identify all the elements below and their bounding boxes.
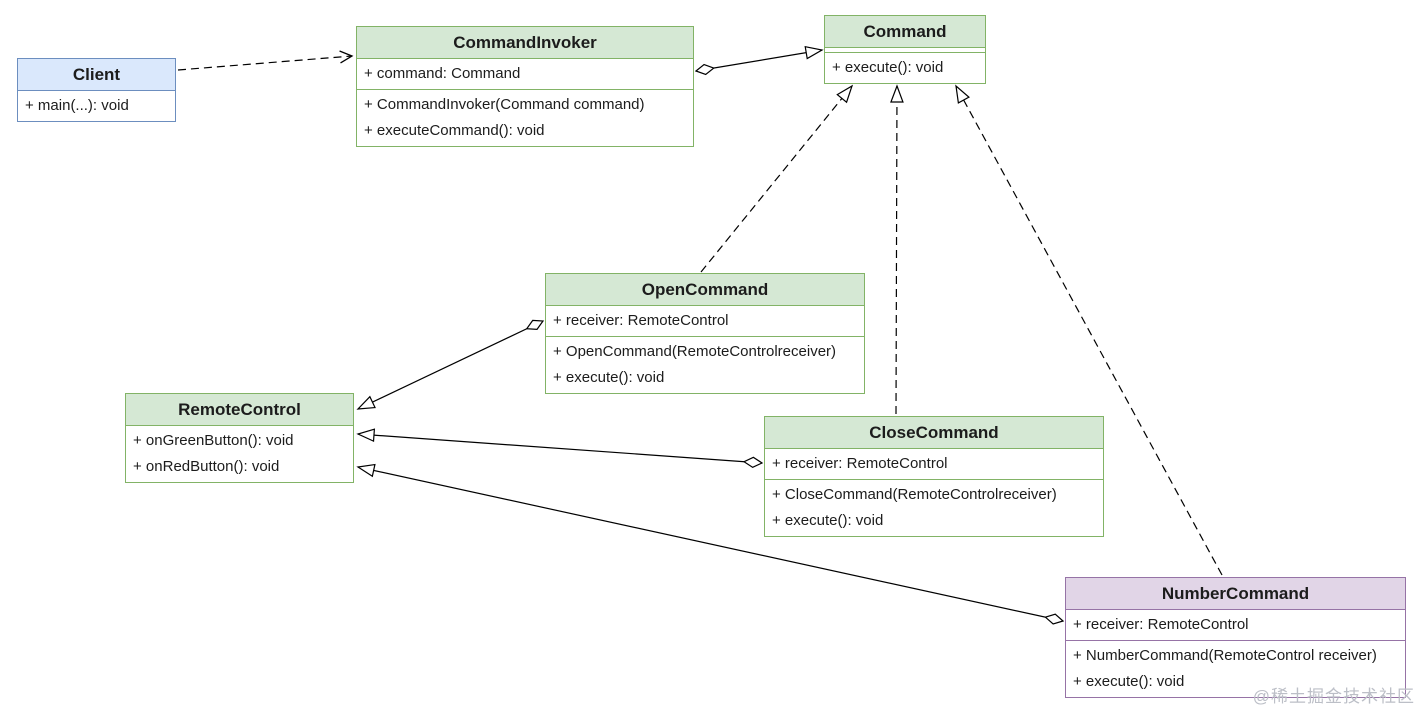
class-member: + OpenCommand(RemoteControlreceiver) xyxy=(553,343,837,360)
class-compartment: + NumberCommand(RemoteControl receiver) +… xyxy=(1066,641,1405,697)
empty-compartment xyxy=(825,48,985,53)
class-compartment: + OpenCommand(RemoteControlreceiver) + ex… xyxy=(546,337,864,393)
watermark: @稀土掘金技术社区 xyxy=(1252,687,1415,706)
class-compartment: + main(...): void xyxy=(18,91,175,121)
class-title: Command xyxy=(825,16,985,48)
class-compartment: + CloseCommand(RemoteControlreceiver) + e… xyxy=(765,480,1103,536)
edge-opencommand-aggregates-remotecontrol xyxy=(358,321,543,409)
edge-closecommand-aggregates-remotecontrol xyxy=(358,434,762,463)
class-close-command: CloseCommand + receiver: RemoteControl + … xyxy=(764,416,1104,537)
class-member: + CommandInvoker(Command command) xyxy=(364,96,645,113)
class-remote-control: RemoteControl + onGreenButton(): void+ o… xyxy=(125,393,354,483)
class-member: + execute(): void xyxy=(772,512,884,529)
class-number-command: NumberCommand + receiver: RemoteControl +… xyxy=(1065,577,1406,698)
class-member: + CloseCommand(RemoteControlreceiver) xyxy=(772,486,1057,503)
class-title: CloseCommand xyxy=(765,417,1103,449)
class-compartment: + execute(): void xyxy=(825,53,985,83)
class-compartment: + receiver: RemoteControl xyxy=(546,306,864,337)
edge-client-depends-on-invoker xyxy=(177,50,354,71)
edge-closecommand-implements-command xyxy=(890,84,904,415)
class-member: + command: Command xyxy=(364,65,521,82)
class-open-command: OpenCommand + receiver: RemoteControl + O… xyxy=(545,273,865,394)
class-compartment: + CommandInvoker(Command command) + execu… xyxy=(357,90,693,146)
class-title: Client xyxy=(18,59,175,91)
class-compartment: + receiver: RemoteControl xyxy=(765,449,1103,480)
class-command-invoker: CommandInvoker + command: Command + Comma… xyxy=(356,26,694,147)
class-compartment: + onGreenButton(): void + onRedButton(): … xyxy=(126,426,353,482)
class-compartment: + command: Command xyxy=(357,59,693,90)
edge-numbercommand-implements-command xyxy=(955,84,1223,576)
class-member: + executeCommand(): void xyxy=(364,122,545,139)
edge-numbercommand-aggregates-remotecontrol xyxy=(358,467,1063,621)
class-command: Command + execute(): void xyxy=(824,15,986,84)
class-member: + receiver: RemoteControl xyxy=(553,312,729,329)
class-title: CommandInvoker xyxy=(357,27,693,59)
class-title: OpenCommand xyxy=(546,274,864,306)
class-compartment: + receiver: RemoteControl xyxy=(1066,610,1405,641)
edge-opencommand-implements-command xyxy=(700,84,854,273)
class-title: RemoteControl xyxy=(126,394,353,426)
class-member: + execute(): void xyxy=(1073,673,1185,690)
class-member: + main(...): void xyxy=(25,97,129,114)
class-member: + onGreenButton(): void xyxy=(133,432,294,449)
class-client: Client + main(...): void xyxy=(17,58,176,122)
class-member: + execute(): void xyxy=(832,59,944,76)
class-member: + NumberCommand(RemoteControl receiver) xyxy=(1073,647,1377,664)
edge-invoker-aggregates-command xyxy=(696,50,822,71)
class-member: + receiver: RemoteControl xyxy=(1073,616,1249,633)
class-member: + receiver: RemoteControl xyxy=(772,455,948,472)
class-member: + execute(): void xyxy=(553,369,665,386)
class-title: NumberCommand xyxy=(1066,578,1405,610)
class-member: + onRedButton(): void xyxy=(133,458,280,475)
